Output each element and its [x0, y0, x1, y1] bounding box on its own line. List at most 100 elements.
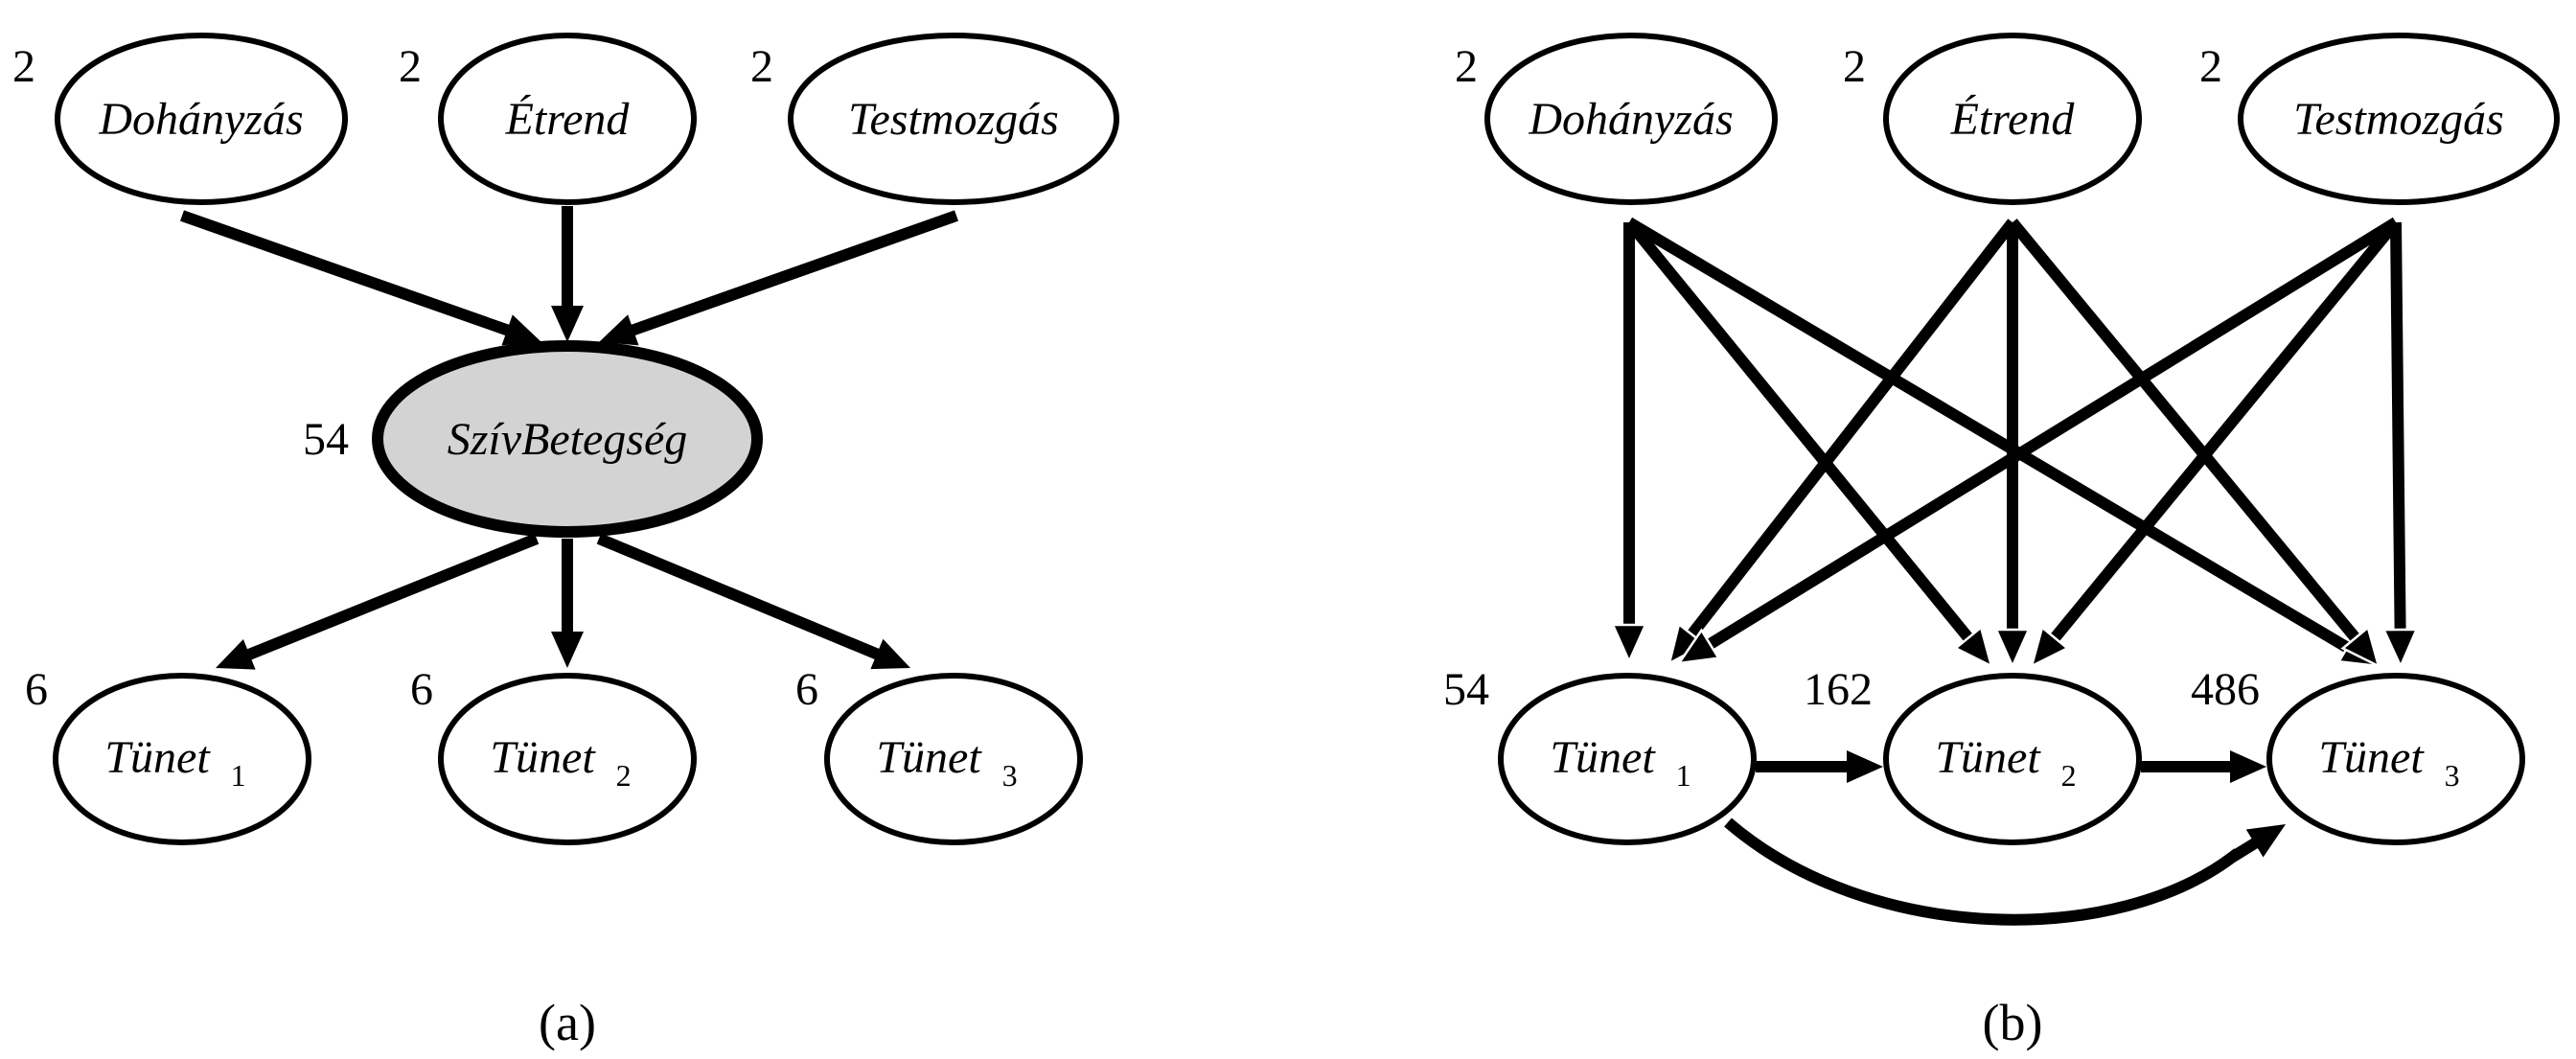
- node-label: Tünet: [876, 732, 982, 783]
- node-b-testmozgas: Testmozgás 2: [2199, 33, 2560, 205]
- edge-line: [596, 533, 882, 660]
- edge-line: [1686, 219, 2017, 640]
- edge-testmozgas-tunet3: [2381, 221, 2419, 670]
- arrow-head: [2230, 750, 2266, 783]
- node-subscript: 3: [1002, 758, 1018, 793]
- node-a-szivbetegseg: SzívBetegség 54: [303, 340, 763, 538]
- node-a-tunet3: Tünet 3 6: [795, 664, 1083, 845]
- node-count: 486: [2191, 664, 2260, 715]
- node-b-dohanyzas: Dohányzás 2: [1455, 33, 1778, 205]
- panel-caption: (a): [539, 994, 596, 1051]
- svg-text:Tünet 2: Tünet 2: [1935, 732, 2076, 793]
- arrow-head: [2030, 625, 2070, 669]
- edge-dohanyzas-tunet1: [1611, 222, 1647, 665]
- node-count: 2: [399, 41, 422, 92]
- node-count: 54: [303, 414, 349, 465]
- arrow-head: [2381, 628, 2419, 670]
- node-label: Dohányzás: [98, 94, 303, 145]
- svg-text:Tünet 3: Tünet 3: [2318, 732, 2459, 793]
- edge-line: [1625, 217, 2353, 654]
- node-a-etrend: Étrend 2: [399, 33, 697, 205]
- node-label: Tünet: [2318, 732, 2425, 783]
- arrow-head: [1676, 628, 1721, 665]
- node-count: 6: [25, 664, 48, 715]
- node-count: 2: [2199, 41, 2222, 92]
- node-subscript: 2: [2061, 758, 2077, 793]
- node-label: SzívBetegség: [448, 414, 688, 465]
- edge-line: [2229, 837, 2260, 863]
- edge-etrend-szivbetegseg: [551, 206, 584, 342]
- node-label: Testmozgás: [848, 94, 1059, 145]
- node-count: 162: [1804, 664, 1873, 715]
- arrow-head: [870, 638, 910, 670]
- node-label: Étrend: [505, 94, 631, 145]
- svg-text:Tünet 1: Tünet 1: [1550, 732, 1690, 793]
- edge-etrend-tunet3: [2008, 219, 2380, 669]
- panel-a-edges: [180, 206, 959, 670]
- arrow-head: [1994, 628, 2031, 670]
- node-label: Étrend: [1950, 94, 2076, 145]
- panel-b: Dohányzás 2 Étrend 2 Testmozgás 2 Tünet …: [1443, 33, 2560, 1051]
- node-label: Tünet: [490, 732, 596, 783]
- edge-testmozgas-tunet2: [2030, 219, 2401, 669]
- node-subscript: 3: [2445, 758, 2460, 793]
- svg-text:Tünet 3: Tünet 3: [876, 732, 1017, 793]
- edge-line: [2390, 221, 2406, 633]
- edge-line: [180, 210, 512, 336]
- edge-tunet1-tunet3: [1724, 817, 2242, 926]
- edge-curve: [1724, 817, 2242, 926]
- edge-tunet2-tunet3: [2141, 750, 2266, 783]
- node-count: 2: [12, 41, 35, 92]
- arrow-head: [1611, 623, 1647, 665]
- panel-a: Dohányzás 2 Étrend 2 Testmozgás 2 SzívBe…: [12, 33, 1119, 1051]
- edge-tunet1-tunet3-head: [2229, 824, 2286, 863]
- arrow-head: [1847, 750, 1883, 783]
- arrow-head: [501, 314, 541, 346]
- edge-dohanyzas-szivbetegseg: [180, 210, 541, 346]
- svg-text:Tünet 1: Tünet 1: [104, 732, 245, 793]
- edge-szivbetegseg-tunet2: [551, 539, 584, 668]
- node-a-tunet1: Tünet 1 6: [25, 664, 311, 845]
- edge-line: [2049, 219, 2401, 643]
- edge-testmozgas-szivbetegseg: [599, 210, 959, 346]
- edge-testmozgas-tunet1: [1676, 217, 2400, 665]
- node-subscript: 1: [1676, 758, 1691, 793]
- arrow-head: [551, 306, 584, 342]
- arrow-head: [216, 639, 256, 670]
- edge-etrend-tunet2: [1994, 222, 2031, 670]
- edge-tunet1-tunet2: [1756, 750, 1883, 783]
- node-b-tunet2: Tünet 2 162: [1804, 664, 2142, 845]
- node-subscript: 2: [616, 758, 632, 793]
- node-b-tunet3: Tünet 3 486: [2191, 664, 2525, 845]
- edge-line: [629, 210, 959, 336]
- edge-line: [245, 533, 540, 661]
- arrow-head: [551, 632, 584, 668]
- node-label: Tünet: [1935, 732, 2041, 783]
- svg-text:Tünet 2: Tünet 2: [490, 732, 631, 793]
- node-a-dohanyzas: Dohányzás 2: [12, 33, 348, 205]
- edge-dohanyzas-tunet2: [1624, 219, 1993, 669]
- edge-szivbetegseg-tunet1: [216, 533, 540, 670]
- arrow-head: [2245, 824, 2286, 858]
- edge-etrend-tunet1: [1668, 219, 2017, 666]
- node-label: Testmozgás: [2293, 94, 2504, 145]
- node-subscript: 1: [231, 758, 246, 793]
- arrow-head: [2340, 625, 2380, 669]
- arrow-head: [599, 314, 639, 346]
- node-count: 54: [1443, 664, 1489, 715]
- node-count: 2: [1455, 41, 1478, 92]
- node-label: Tünet: [104, 732, 211, 783]
- node-count: 2: [1843, 41, 1866, 92]
- node-b-tunet1: Tünet 1 54: [1443, 664, 1757, 845]
- edge-line: [2008, 219, 2361, 644]
- arrow-head: [1953, 625, 1993, 669]
- panel-b-edges: [1611, 217, 2419, 926]
- node-a-tunet2: Tünet 2 6: [410, 664, 697, 845]
- node-label: Dohányzás: [1528, 94, 1733, 145]
- edge-line: [1705, 217, 2400, 651]
- panel-caption: (b): [1983, 994, 2043, 1051]
- edge-line: [1624, 219, 1974, 643]
- node-count: 6: [410, 664, 433, 715]
- node-a-testmozgas: Testmozgás 2: [750, 33, 1119, 205]
